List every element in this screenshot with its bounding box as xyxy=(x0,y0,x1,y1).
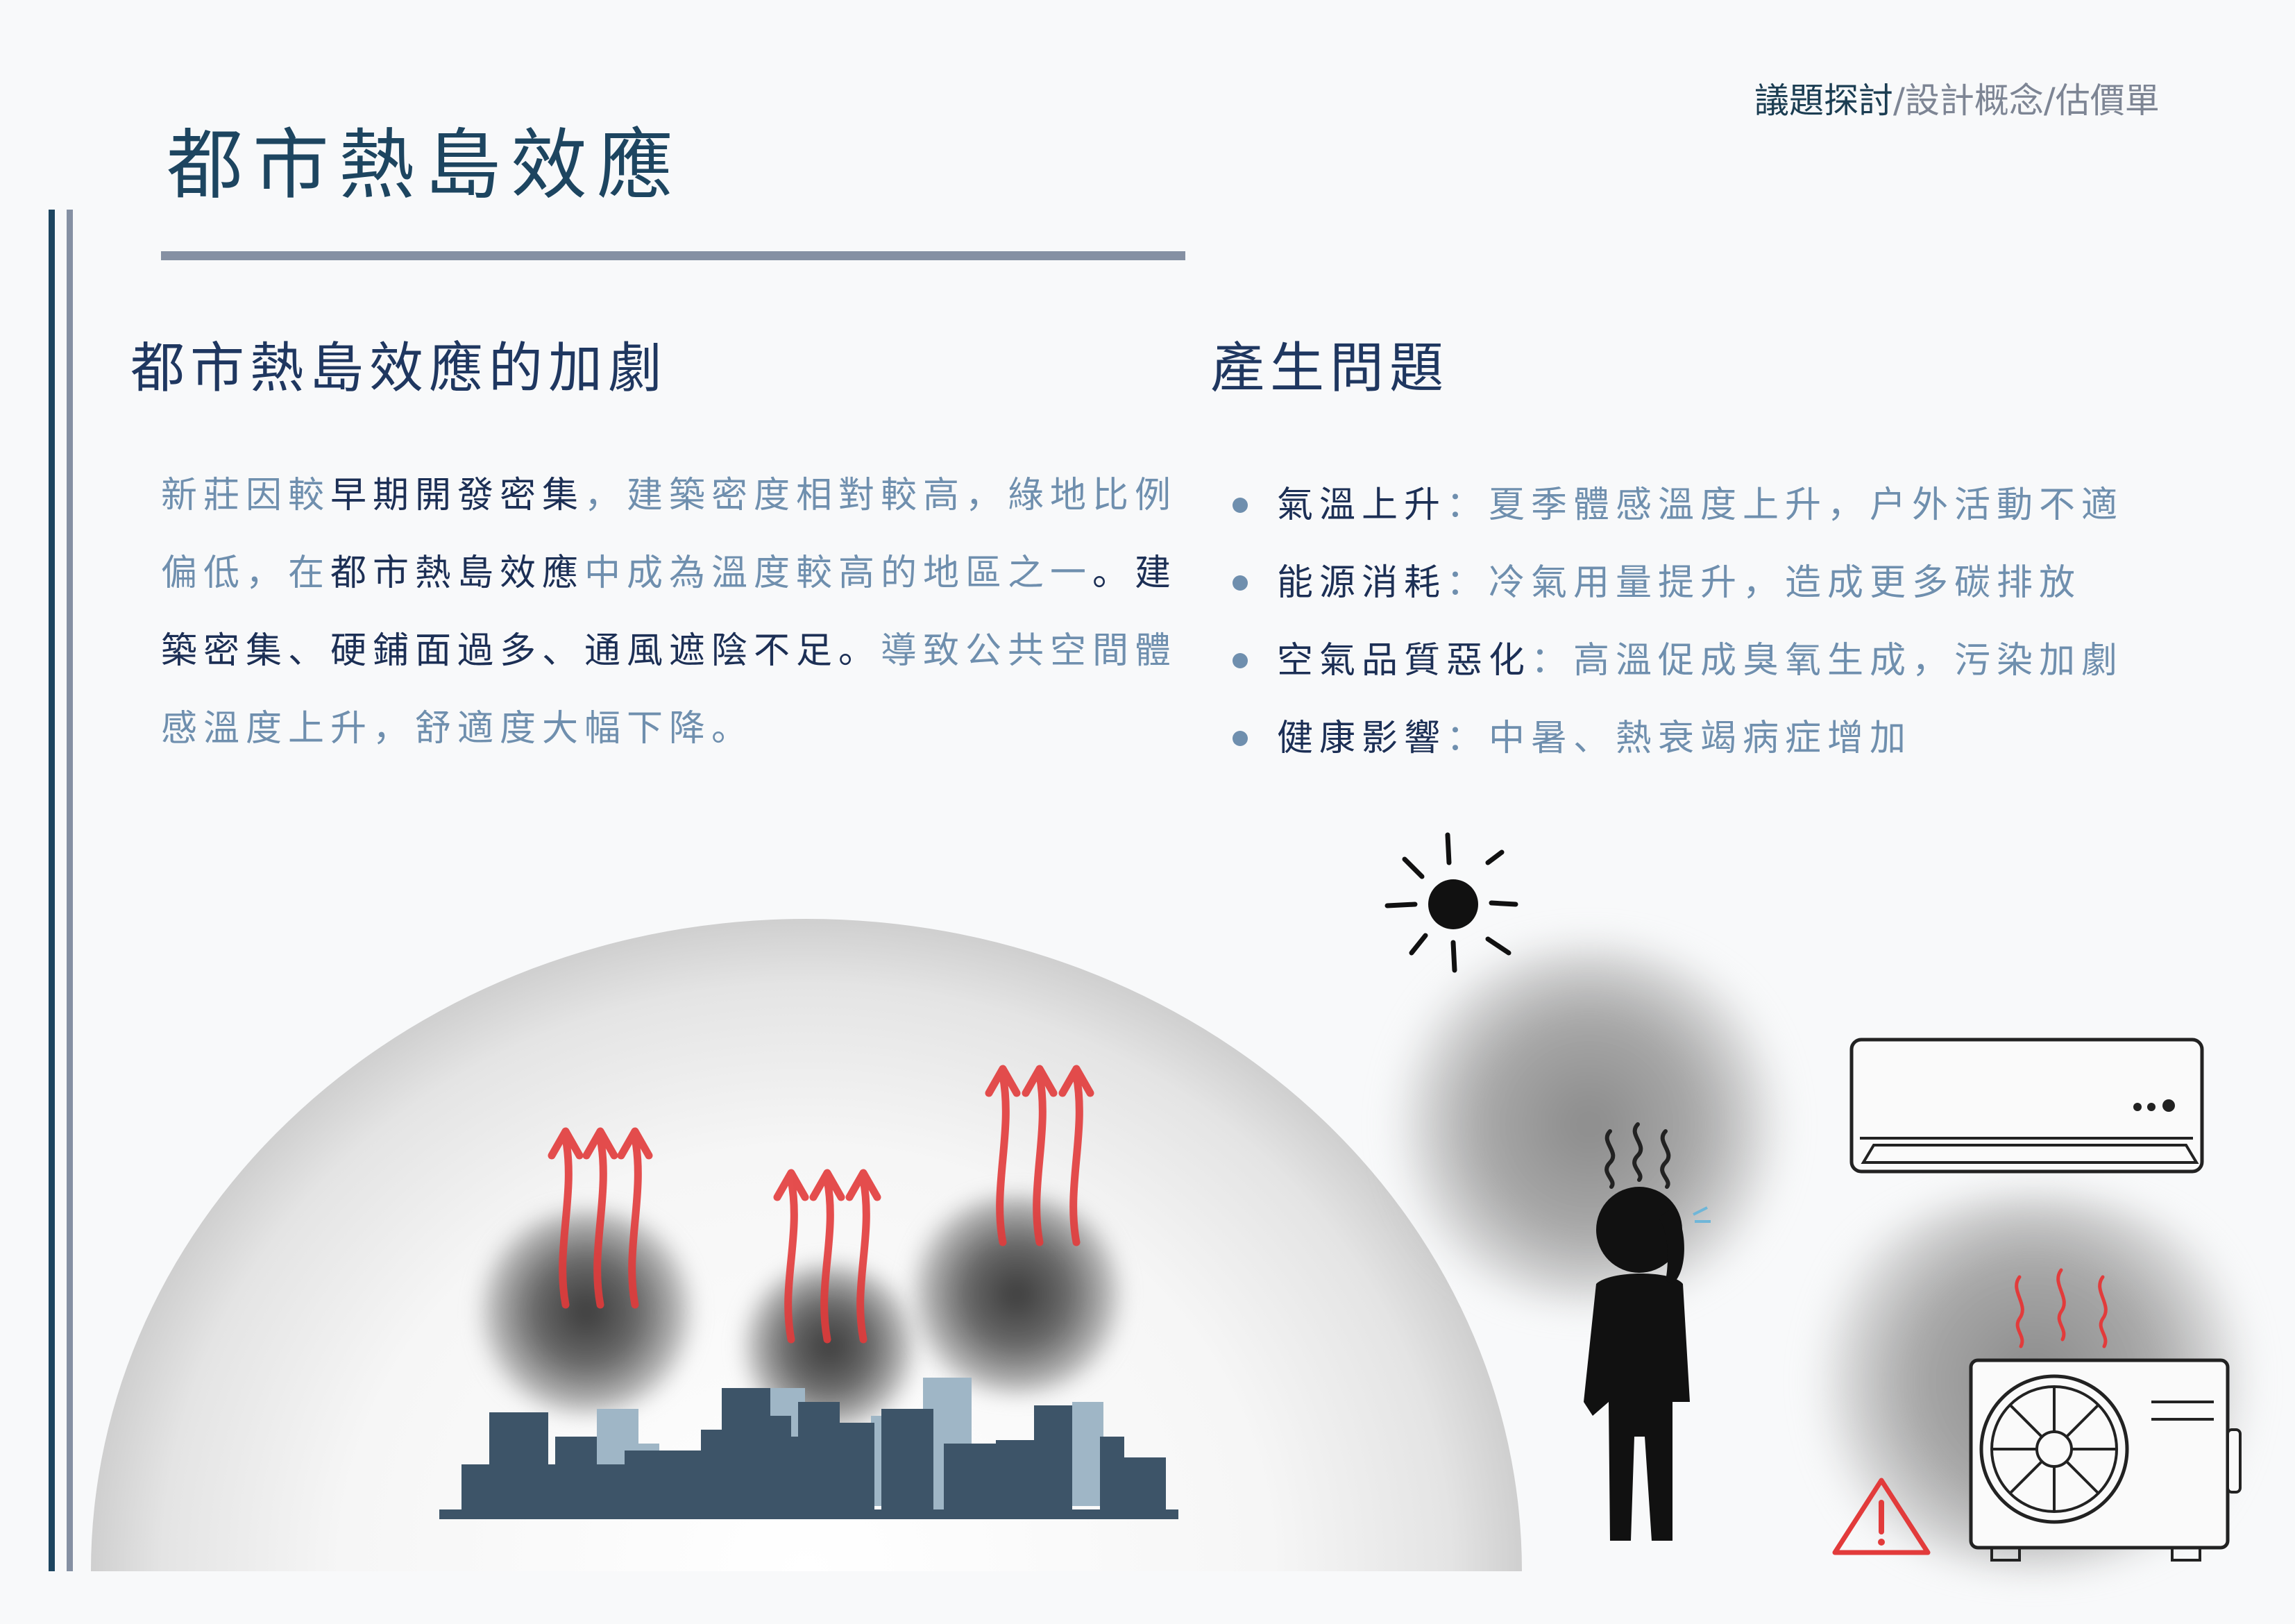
section-heading-intensification: 都市熱島效應的加劇 xyxy=(130,337,668,400)
item-desc: 中暑、熱衰竭病症增加 xyxy=(1489,718,1913,759)
list-item: 氣溫上升：夏季體感溫度上升，户外活動不適 xyxy=(1233,466,2124,544)
text-segment: 導致公共空間體 xyxy=(881,630,1178,672)
paragraph-line: 感溫度上升，舒適度大幅下降。 xyxy=(161,700,1177,777)
outdoor-ac-unit-icon xyxy=(1969,1268,2242,1562)
warning-icon xyxy=(1832,1478,1931,1555)
paragraph-line: 新莊因較早期開發密集，建築密度相對較高，綠地比例 xyxy=(161,466,1177,544)
nav-separator: / xyxy=(1893,81,1905,121)
paragraph-line: 偏低，在都市熱島效應中成為溫度較高的地區之一。建 xyxy=(161,544,1177,622)
text-segment-emphasis: 都市熱島效應 xyxy=(330,552,585,594)
text-segment: ，建築密度相對較高，綠地比例 xyxy=(584,475,1178,516)
item-colon: ： xyxy=(1446,718,1489,759)
text-segment: 感溫度上升，舒適度大幅下降。 xyxy=(161,708,754,750)
item-label: 氣溫上升 xyxy=(1277,484,1447,526)
problem-list: 氣溫上升：夏季體感溫度上升，户外活動不適 能源消耗：冷氣用量提升，造成更多碳排放… xyxy=(1233,466,2124,777)
air-conditioner-icon xyxy=(1849,1038,2204,1174)
item-label: 健康影響 xyxy=(1277,718,1447,759)
smoke-cloud xyxy=(472,1208,701,1416)
breadcrumb-nav: 議題探討/設計概念/估價單 xyxy=(1754,80,2160,121)
list-item: 空氣品質惡化：高溫促成臭氧生成，污染加劇 xyxy=(1233,622,2124,700)
item-colon: ： xyxy=(1531,640,1574,682)
nav-separator: / xyxy=(2043,81,2056,121)
nav-item-quotation[interactable]: 估價單 xyxy=(2055,81,2160,121)
item-desc: 夏季體感溫度上升，户外活動不適 xyxy=(1489,484,2124,526)
item-label: 空氣品質惡化 xyxy=(1277,640,1532,682)
bullet-dot-icon xyxy=(1233,731,1248,746)
section-heading-problems: 產生問題 xyxy=(1210,337,1450,400)
text-segment: 偏低，在 xyxy=(161,552,331,594)
item-colon: ： xyxy=(1446,484,1489,526)
sun-icon xyxy=(1384,832,1518,973)
nav-item-issue-discussion[interactable]: 議題探討 xyxy=(1754,81,1893,121)
heat-dome-illustration xyxy=(91,919,1522,1571)
text-segment: 中成為溫度較高的地區之一 xyxy=(584,552,1093,594)
list-item: 健康影響：中暑、熱衰竭病症增加 xyxy=(1233,700,2124,777)
smoke-cloud xyxy=(902,1194,1131,1395)
side-bar-dark xyxy=(49,210,55,1571)
text-segment-emphasis: 早期開發密集 xyxy=(330,475,585,516)
smoke-cloud xyxy=(1381,944,1797,1305)
overheated-person-icon xyxy=(1584,1122,1711,1541)
heat-arrows-icon xyxy=(548,1065,1094,1344)
text-segment: 新莊因較 xyxy=(161,475,331,516)
bullet-dot-icon xyxy=(1233,498,1248,513)
item-desc: 高溫促成臭氧生成，污染加劇 xyxy=(1573,640,2124,682)
page-title: 都市熱島效應 xyxy=(167,121,683,210)
item-colon: ： xyxy=(1446,562,1489,604)
bullet-dot-icon xyxy=(1233,653,1248,668)
nav-item-design-concept[interactable]: 設計概念 xyxy=(1904,81,2044,121)
item-desc: 冷氣用量提升，造成更多碳排放 xyxy=(1489,562,2082,604)
side-bar-grey xyxy=(67,210,73,1571)
list-item: 能源消耗：冷氣用量提升，造成更多碳排放 xyxy=(1233,544,2124,622)
item-label: 能源消耗 xyxy=(1277,562,1447,604)
city-skyline xyxy=(439,1378,1178,1519)
title-underline xyxy=(161,251,1185,260)
bullet-dot-icon xyxy=(1233,575,1248,591)
text-segment-emphasis: 築密集、硬鋪面過多、通風遮陰不足。 xyxy=(161,630,881,672)
text-segment-emphasis: 。建 xyxy=(1092,552,1178,594)
intro-paragraph: 新莊因較早期開發密集，建築密度相對較高，綠地比例 偏低，在都市熱島效應中成為溫度… xyxy=(161,466,1177,777)
paragraph-line: 築密集、硬鋪面過多、通風遮陰不足。導致公共空間體 xyxy=(161,622,1177,700)
